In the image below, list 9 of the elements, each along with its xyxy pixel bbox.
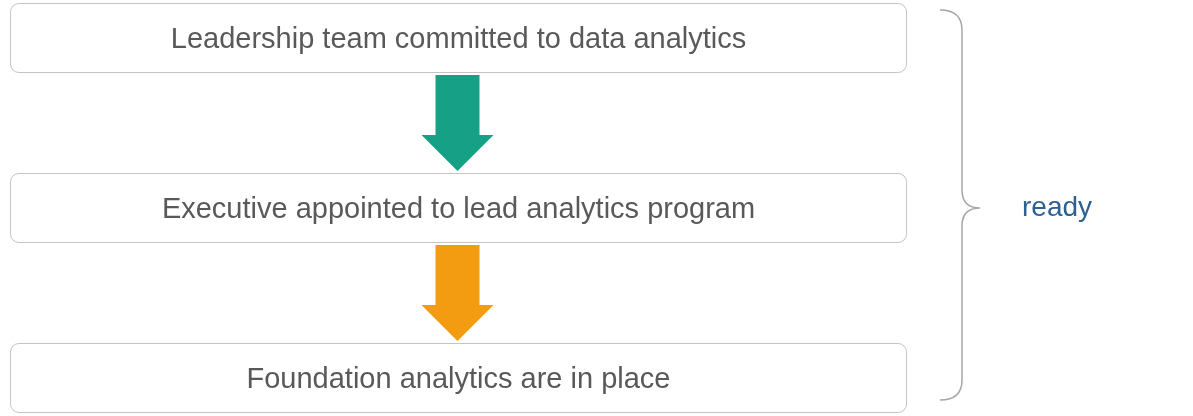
box-text: Executive appointed to lead analytics program (161, 191, 756, 225)
box-text: Leadership team committed to data analytics (170, 21, 747, 55)
bracket-label: ready (1022, 191, 1093, 223)
process-box (10, 3, 907, 73)
box-text: Foundation analytics are in place (246, 361, 671, 395)
process-box (10, 343, 907, 413)
block-arrow (421, 245, 494, 341)
block-arrow (421, 75, 494, 171)
process-box (10, 173, 907, 243)
